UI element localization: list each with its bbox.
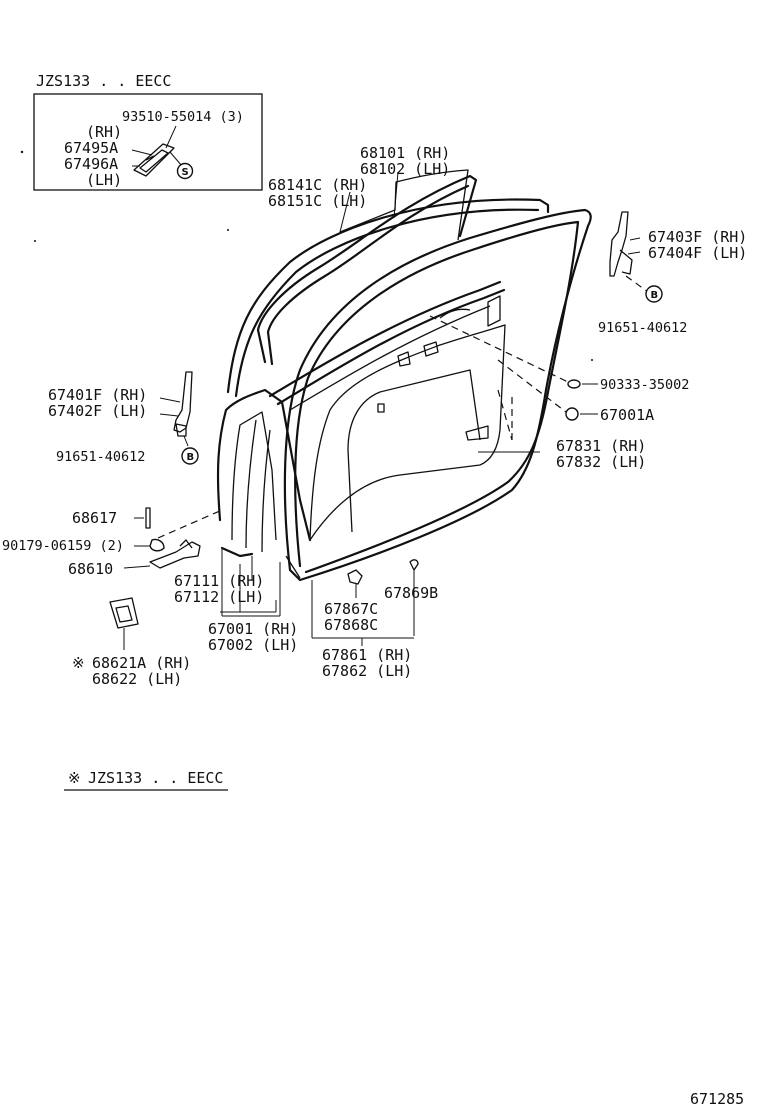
scan-specks bbox=[20, 150, 593, 361]
upper-b-badge: B bbox=[645, 285, 663, 303]
label-67111: 67111 (RH) bbox=[174, 572, 264, 590]
inset-rh-label: (RH) bbox=[86, 123, 122, 141]
label-68141c: 68141C (RH) bbox=[268, 176, 367, 194]
diagram-code: 671285 bbox=[690, 1090, 744, 1108]
label-90179: 90179-06159 (2) bbox=[2, 538, 124, 554]
lock-striker-part bbox=[109, 597, 139, 650]
svg-text:B: B bbox=[187, 452, 195, 463]
part-labels: 68101 (RH) 68102 (LH) 68141C (RH) 68151C… bbox=[2, 144, 747, 688]
inset-screw-label: 93510-55014 (3) bbox=[122, 109, 244, 125]
label-67404f: 67404F (LH) bbox=[648, 244, 747, 262]
label-67861: 67861 (RH) bbox=[322, 646, 412, 664]
clip-parts bbox=[347, 559, 419, 636]
label-68610: 68610 bbox=[68, 560, 113, 578]
inset-box bbox=[33, 93, 263, 191]
inset-lh-label: (LH) bbox=[86, 171, 122, 189]
label-68101: 68101 (RH) bbox=[360, 144, 450, 162]
leader-lines bbox=[220, 171, 540, 646]
inset-part-lh-label: 67496A bbox=[64, 155, 118, 173]
left-b-badge: B bbox=[181, 447, 199, 465]
note-mark-part: ※ bbox=[72, 654, 85, 672]
label-67401f: 67401F (RH) bbox=[48, 386, 147, 404]
label-68102: 68102 (LH) bbox=[360, 160, 450, 178]
label-67867c: 67867C bbox=[324, 600, 378, 618]
hole-plug-and-seal bbox=[429, 315, 598, 421]
label-67112: 67112 (LH) bbox=[174, 588, 264, 606]
label-67832: 67832 (LH) bbox=[556, 453, 646, 471]
svg-text:B: B bbox=[651, 290, 659, 301]
label-67403f: 67403F (RH) bbox=[648, 228, 747, 246]
label-68622: 68622 (LH) bbox=[92, 670, 182, 688]
label-90333: 90333-35002 bbox=[600, 377, 689, 393]
label-67002: 67002 (LH) bbox=[208, 636, 298, 654]
inset-s-badge: S bbox=[176, 162, 194, 180]
svg-text:S: S bbox=[182, 167, 189, 178]
footnote-mark: ※ bbox=[68, 769, 81, 787]
label-67001: 67001 (RH) bbox=[208, 620, 298, 638]
label-67402f: 67402F (LH) bbox=[48, 402, 147, 420]
label-68621a: 68621A (RH) bbox=[92, 654, 191, 672]
inset-title: JZS133 . . EECC bbox=[36, 72, 171, 90]
label-67869b: 67869B bbox=[384, 584, 438, 602]
label-91651-left: 91651-40612 bbox=[56, 449, 145, 465]
label-67868c: 67868C bbox=[324, 616, 378, 634]
right-trim-strip: B bbox=[609, 211, 663, 303]
inset-part-rh-label: 67495A bbox=[64, 139, 118, 157]
inside-handle-drawing bbox=[131, 125, 183, 177]
label-91651-upper: 91651-40612 bbox=[598, 320, 687, 336]
label-67862: 67862 (LH) bbox=[322, 662, 412, 680]
door-check-parts bbox=[123, 507, 223, 569]
left-trim-strip: B bbox=[159, 371, 199, 465]
inset-group: JZS133 . . EECC 93510-55014 (3) (RH) 674… bbox=[33, 72, 263, 191]
label-67831: 67831 (RH) bbox=[556, 437, 646, 455]
door-assembly-drawing bbox=[216, 169, 592, 582]
label-67001a: 67001A bbox=[600, 406, 654, 424]
footnote-group: ※ JZS133 . . EECC bbox=[64, 769, 228, 791]
label-68151c: 68151C (LH) bbox=[268, 192, 367, 210]
label-68617: 68617 bbox=[72, 509, 117, 527]
footnote-text: JZS133 . . EECC bbox=[88, 769, 223, 787]
